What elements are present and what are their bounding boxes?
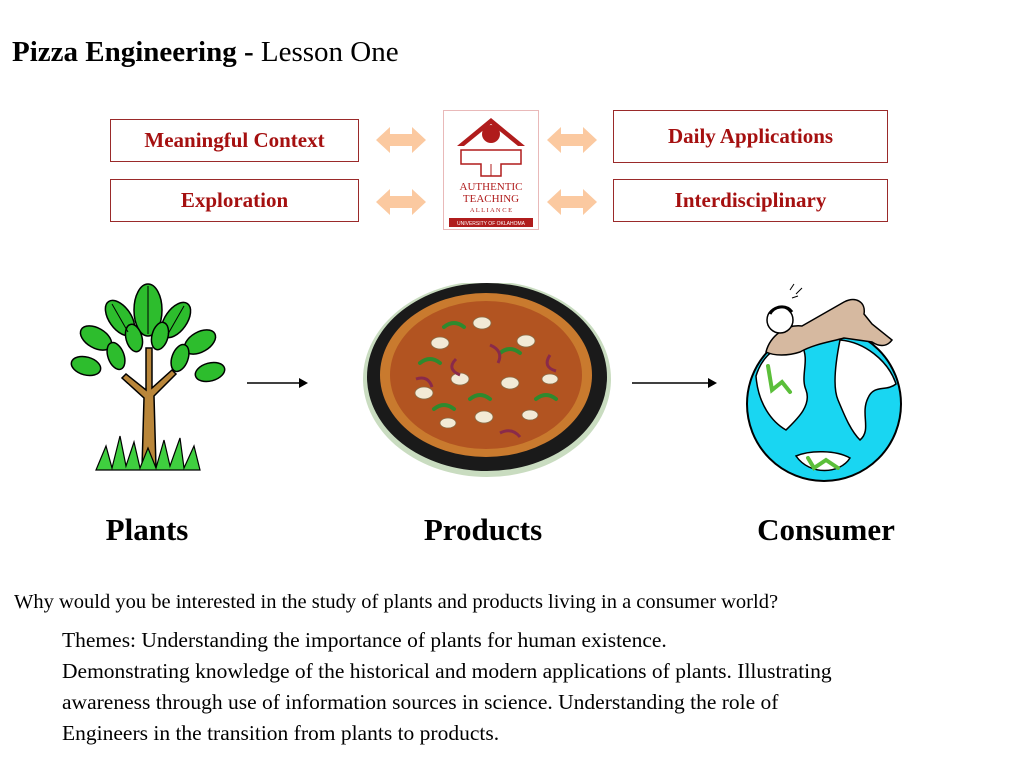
- double-arrow-icon: [376, 189, 426, 215]
- guiding-question: Why would you be interested in the study…: [14, 591, 779, 613]
- flow-arrow-icon: [632, 378, 717, 388]
- meaningful-context-label: Meaningful Context: [144, 128, 325, 152]
- double-arrow-icon: [376, 127, 426, 153]
- interdisciplinary-box: Interdisciplinary: [613, 179, 888, 222]
- title-bold: Pizza Engineering -: [12, 36, 254, 68]
- themes-line: Engineers in the transition from plants …: [62, 721, 500, 745]
- logo-line3: A L L I A N C E: [470, 207, 512, 214]
- flow-arrow-icon: [247, 378, 308, 388]
- exploration-label: Exploration: [180, 188, 289, 212]
- logo-footer: UNIVERSITY OF OKLAHOMA: [457, 221, 526, 227]
- exploration-box: Exploration: [110, 179, 359, 222]
- themes-paragraph: Themes: Understanding the importance of …: [62, 625, 1012, 749]
- meaningful-context-box: Meaningful Context: [110, 119, 359, 162]
- themes-line: awareness through use of information sou…: [62, 690, 779, 714]
- page-title: Pizza Engineering - Lesson One: [12, 34, 399, 70]
- tree-illustration: [70, 283, 226, 471]
- double-arrow-icon: [547, 127, 597, 153]
- themes-line: Themes: Understanding the importance of …: [62, 628, 667, 652]
- authentic-teaching-alliance-logo: AUTHENTIC TEACHING A L L I A N C E UNIVE…: [443, 110, 539, 230]
- logo-line1: AUTHENTIC: [460, 181, 523, 193]
- daily-applications-box: Daily Applications: [613, 110, 888, 163]
- pizza-illustration: [363, 283, 611, 477]
- interdisciplinary-label: Interdisciplinary: [674, 188, 827, 212]
- consumer-label: Consumer: [757, 512, 895, 547]
- logo-line2: TEACHING: [463, 193, 519, 205]
- plants-label: Plants: [105, 512, 189, 547]
- daily-applications-label: Daily Applications: [667, 124, 834, 148]
- products-label: Products: [423, 512, 543, 547]
- themes-line: Demonstrating knowledge of the historica…: [62, 659, 832, 683]
- globe-consumer-illustration: [746, 283, 902, 482]
- double-arrow-icon: [547, 189, 597, 215]
- title-subtitle: Lesson One: [260, 36, 399, 68]
